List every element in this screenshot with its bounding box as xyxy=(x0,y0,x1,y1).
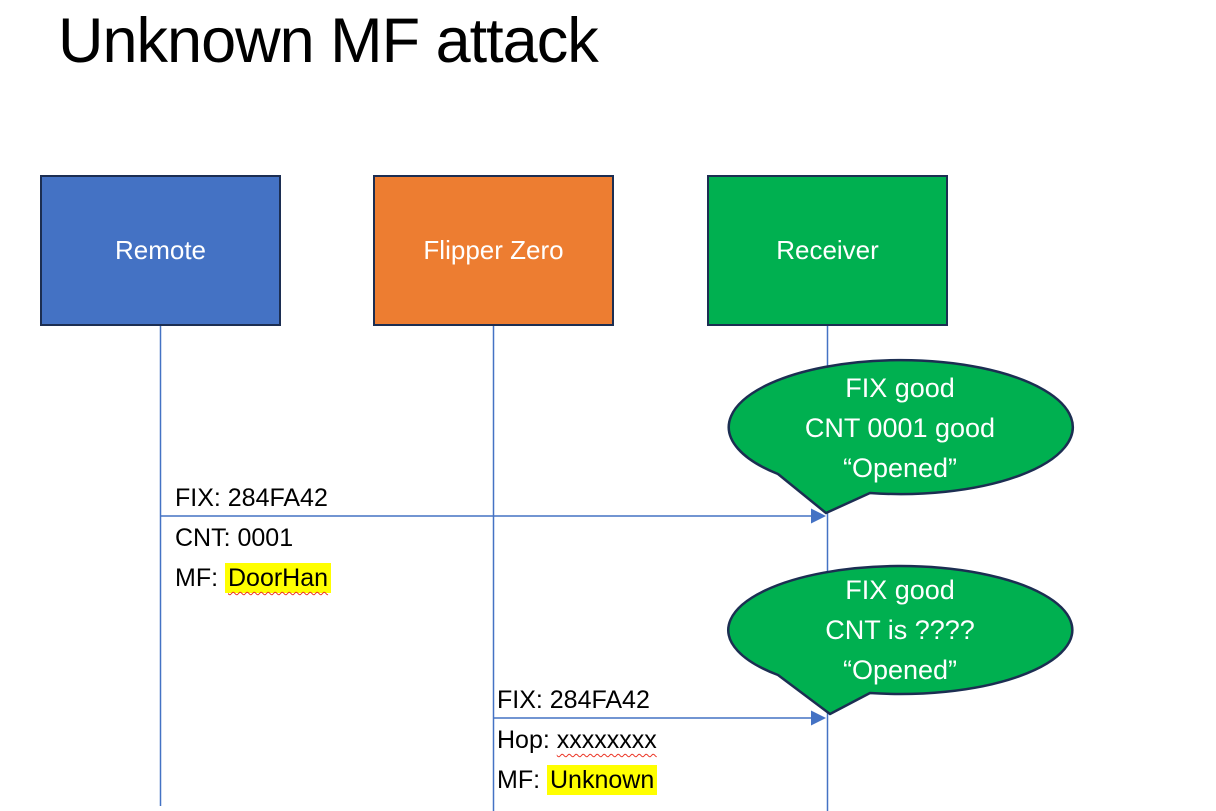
message-1-label: FIX: 284FA42 CNT: 0001 MF: DoorHan xyxy=(175,478,332,598)
bubble-2-line-3: “Opened” xyxy=(842,655,958,685)
actor-label-flipper-zero: Flipper Zero xyxy=(423,235,564,265)
message-1-mf-highlighted-term: DoorHan xyxy=(225,563,332,593)
bubble-1-line-3: “Opened” xyxy=(842,453,958,483)
actor-label-remote: Remote xyxy=(114,235,207,265)
message-1-fix: FIX: 284FA42 xyxy=(175,484,328,512)
message-2-label: FIX: 284FA42 Hop: xxxxxxxx MF: Unknown xyxy=(497,680,658,800)
actor-box-flipper-zero: Flipper Zero xyxy=(373,175,614,326)
speech-bubble-2-text: FIX good CNT is ???? “Opened” xyxy=(730,570,1070,690)
message-2-arrowhead xyxy=(811,710,826,726)
speech-bubble-1-text: FIX good CNT 0001 good “Opened” xyxy=(730,368,1070,488)
actor-label-receiver: Receiver xyxy=(776,235,879,265)
message-1-arrowhead xyxy=(811,508,826,524)
message-2-hop: Hop: xxxxxxxx xyxy=(497,720,657,760)
bubble-1-line-2: CNT 0001 good xyxy=(804,413,996,443)
message-2-hop-prefix: Hop: xyxy=(497,726,557,754)
bubble-2-line-1: FIX good xyxy=(845,575,955,605)
bubble-2-line-2: CNT is ???? xyxy=(825,615,975,645)
message-2-fix: FIX: 284FA42 xyxy=(497,686,650,714)
message-1-mf: MF: DoorHan xyxy=(175,558,332,598)
message-1-mf-prefix: MF: xyxy=(175,564,225,592)
message-2-mf-prefix: MF: xyxy=(497,766,547,794)
speech-bubble-1 xyxy=(727,358,1075,515)
message-2-mf-highlighted-term: Unknown xyxy=(547,765,658,795)
message-2-mf: MF: Unknown xyxy=(497,760,658,800)
message-2-hop-value: xxxxxxxx xyxy=(556,726,657,754)
slide-title: Unknown MF attack xyxy=(58,6,599,76)
speech-bubble-2 xyxy=(727,564,1074,716)
actor-box-remote: Remote xyxy=(40,175,281,326)
bubble-1-line-1: FIX good xyxy=(845,373,955,403)
message-1-cnt: CNT: 0001 xyxy=(175,524,294,552)
actor-box-receiver: Receiver xyxy=(707,175,948,326)
